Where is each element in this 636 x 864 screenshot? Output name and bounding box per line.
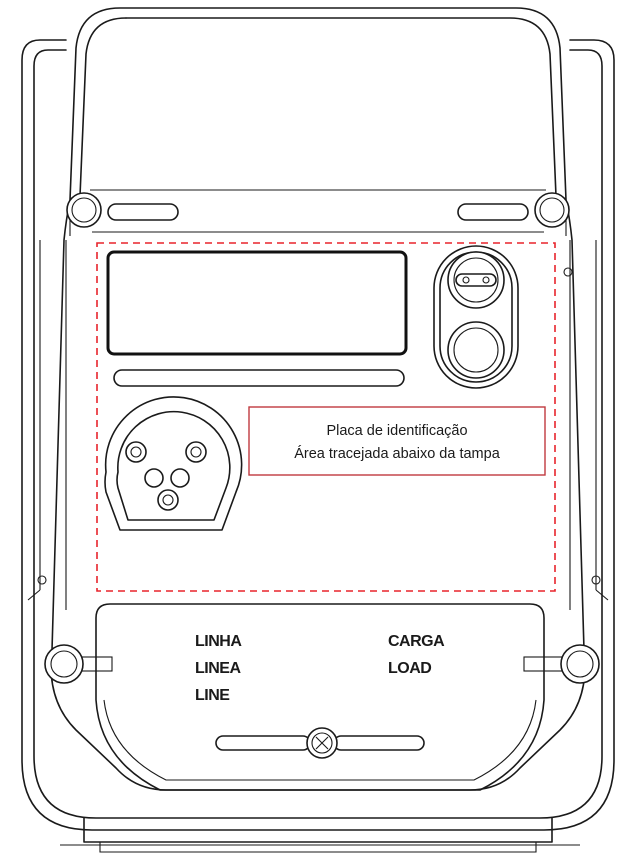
meter-body	[50, 7, 586, 791]
screw-top-left-icon	[66, 192, 102, 228]
terminal-labels-left: LINHA LINEA LINE	[195, 633, 243, 704]
nameplate-callout: Placa de identificação Área tracejada ab…	[248, 406, 546, 476]
terminal-cover	[95, 603, 545, 791]
side-hole-icon	[563, 267, 573, 277]
label-linea: LINEA	[195, 660, 241, 677]
label-load: LOAD	[388, 660, 431, 677]
label-linha: LINHA	[195, 633, 242, 650]
screw-bottom-right-icon	[523, 644, 600, 684]
screw-top-right-icon	[534, 192, 570, 228]
nameplate-dashed-area	[96, 242, 556, 592]
side-hole-left-icon	[37, 575, 47, 585]
optical-port-icon	[433, 245, 519, 389]
callout-subtitle: Área tracejada abaixo da tampa	[294, 445, 500, 462]
base-frame	[21, 39, 615, 853]
seal-screw-icon	[215, 727, 425, 759]
terminal-labels-right: CARGA LOAD	[388, 633, 446, 677]
side-hole-right-icon	[591, 575, 601, 585]
top-slots	[107, 203, 529, 221]
callout-title: Placa de identificação	[326, 423, 467, 439]
label-carga: CARGA	[388, 633, 445, 650]
display-slot	[113, 369, 405, 387]
screw-bottom-left-icon	[44, 644, 113, 684]
label-line: LINE	[195, 687, 230, 704]
lcd-display-window	[106, 250, 408, 387]
connector-socket-icon	[104, 396, 243, 531]
